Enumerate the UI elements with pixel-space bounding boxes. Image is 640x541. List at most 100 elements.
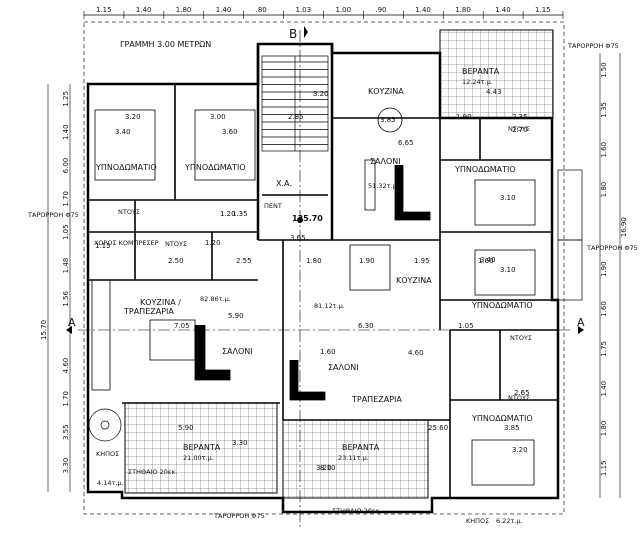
right-dim-value: 1.50 [600,62,608,78]
pent-label: ΠΕΝΤ [264,202,282,210]
top-dim-value: 1.03 [296,6,312,14]
kouzina-mid-name: ΚΟΥΖΙΝΑ [396,276,432,285]
right-dim-value: 1.60 [600,142,608,158]
interior-dim-value: 1.60 [478,257,494,265]
top-dim-value: 1.40 [216,6,232,14]
interior-dim-value: 2.65 [514,389,530,397]
kipos-left-name: ΚΗΠΟΣ [96,450,119,458]
interior-dim-value: 2.70 [512,126,528,134]
left-dim-value: 15.70 [40,320,48,340]
section-a-left-label: A [68,316,76,329]
left-dim-value: 1.48 [62,258,70,274]
ntous-5-name: ΝΤΟΥΣ [508,394,530,402]
right-dim-value: 1.80 [600,182,608,198]
interior-dim-value: 2.55 [236,257,252,265]
top-dim-value: 1.40 [415,6,431,14]
interior-dim-value: 7.05 [174,322,190,330]
interior-dim-value: 3.40 [115,128,131,136]
interior-dim-value: 3.30 [232,439,248,447]
left-dim-value: 1.70 [62,391,70,407]
interior-dim-value: 1.35 [232,210,248,218]
stithaio-left: ΣΤΗΘΑΙΟ 20εκ. [128,468,177,476]
top-dim-value: 1.80 [176,6,192,14]
left-dim-value: 3.55 [62,424,70,440]
interior-dim-value: 6.30 [358,322,374,330]
top-dim-value: 1.00 [335,6,351,14]
interior-dim-value: 3.85 [380,116,396,124]
right-dim-value: 1.80 [600,421,608,437]
interior-dim-value: 3.20 [125,113,141,121]
interior-dim-value: 3.85 [504,424,520,432]
left-dim-value: 6.00 [62,158,70,174]
kipos-left-area: 4.14τ.μ. [97,479,124,487]
line-3m-label: ΓΡΑΜΜΗ 3.00 ΜΕΤΡΩΝ [120,40,211,49]
ypno-1-name: ΥΠΝΟΔΩΜΑΤΙΟ [95,163,157,172]
interior-dim-value: 6.65 [398,139,414,147]
ypno-3-name: ΥΠΝΟΔΩΜΑΤΙΟ [454,165,516,174]
ntous-1-name: ΝΤΟΥΣ [118,208,140,216]
ntous-2-name: ΝΤΟΥΣ [165,240,187,248]
left-dim-value: 1.56 [62,291,70,307]
interior-dim-value: 1.90 [359,257,375,265]
top-dim-value: 1.80 [455,6,471,14]
kouzina-mid-area: 81.12τ.μ. [314,302,345,310]
top-dim-value: 1.40 [136,6,152,14]
interior-dim-value: 3.10 [500,194,516,202]
saloni-left-name: ΣΑΛΟΝΙ [222,347,253,356]
veranta-left-area: 21.00τ.μ. [183,454,214,462]
kouzina-trap-name2: ΤΡΑΠΕΖΑΡΙΑ [123,307,174,316]
spiral-stair [88,408,122,442]
interior-dim-value: 1.15 [95,242,111,250]
xa-label: Χ.Α. [276,179,292,188]
interior-dim-value: 1.20 [220,210,236,218]
taproh-bottom-label: ΤΑΡΟΡΡΟΗ Φ75 [213,512,265,520]
top-dim-value: 1.15 [535,6,551,14]
trapezaria-name: ΤΡΑΠΕΖΑΡΙΑ [351,395,402,404]
interior-dim-value: 1.80 [306,257,322,265]
compressor-units [557,169,583,301]
plot-boundary [83,21,565,515]
compressor-room-label: ΧΩΡΟΣ ΚΟΜΠΡΕΣΕΡ [94,239,159,247]
stithaio-mid: ΣΤΗΘΑΙΟ 20εκ. [332,507,381,515]
right-dim-value: 1.35 [600,102,608,118]
ypno-4-name: ΥΠΝΟΔΩΜΑΤΙΟ [471,301,533,310]
interior-dim-value: 5.90 [178,424,194,432]
veranta-mid-area: 23.11τ.μ. [338,454,369,462]
saloni-top-area: 51.32τ.μ. [368,182,399,190]
kipos-right-name: ΚΗΠΟΣ [466,517,489,525]
interior-dim-value: 3.10 [500,266,516,274]
left-dim-value: 4.60 [62,358,70,374]
veranta-mid-name: ΒΕΡΑΝΤΑ [342,443,380,452]
right-dim-value: 1.15 [600,460,608,476]
plan-labels: ΓΡΑΜΜΗ 3.00 ΜΕΤΡΩΝ B A A ΤΑΡΟΡΡΟΗ Φ75 ΤΑ… [27,27,638,525]
interior-dim-value: 1.05 [458,322,474,330]
furniture [91,107,536,486]
interior-dim-value: 3.20 [512,446,528,454]
section-a-right-label: A [577,316,585,329]
ntous-3-name: ΝΤΟΥΣ [508,125,530,133]
saloni-mid-name: ΣΑΛΟΝΙ [328,363,359,372]
interior-dim-value: 1.20 [205,239,221,247]
ypno-2-name: ΥΠΝΟΔΩΜΑΤΙΟ [184,163,246,172]
left-dim-value: 1.70 [62,191,70,207]
interior-dim-value: 4.43 [486,88,502,96]
kouzina-trap-name: ΚΟΥΖΙΝΑ / [140,298,181,307]
interior-dim-value: 2.50 [168,257,184,265]
right-dim-value: 1.60 [600,301,608,317]
interior-dim-value: 3.00 [210,113,226,121]
right-dim-value: 1.90 [600,261,608,277]
interior-dim-value: 5.90 [228,312,244,320]
taproh-left-label: ΤΑΡΟΡΡΟΗ Φ75 [27,211,79,219]
interior-dim-value: 1.90 [456,113,472,121]
saloni-top-name: ΣΑΛΟΝΙ [370,157,401,166]
interior-dim-value: 1.60 [320,348,336,356]
veranta-top-area: 12.24τ.μ. [462,78,493,86]
right-dimension-bar: 1.501.351.601.8016.901.901.601.751.401.8… [599,53,628,498]
ypno-5-name: ΥΠΝΟΔΩΜΑΤΙΟ [471,414,533,423]
taproh-right-label: ΤΑΡΟΡΡΟΗ Φ75 [586,244,638,252]
veranta-top-tiles [439,29,554,119]
right-dim-value: 1.40 [600,381,608,397]
